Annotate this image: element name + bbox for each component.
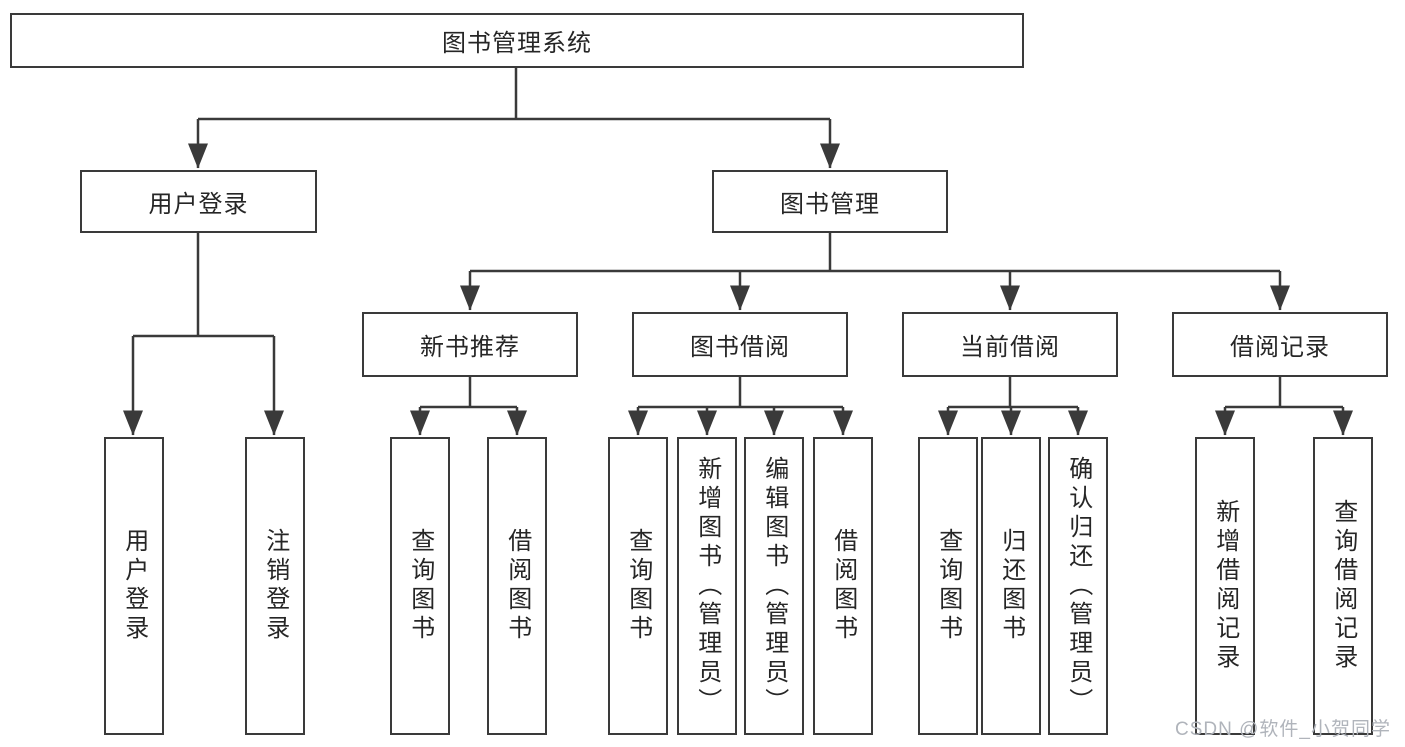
leaf-add-books-admin-label: 新增图书（管理员） (693, 455, 721, 717)
node-book-borrowing: 图书借阅 (632, 312, 848, 377)
node-new-book-recommendation: 新书推荐 (362, 312, 578, 377)
watermark: CSDN @软件_小贺同学 (1175, 719, 1391, 740)
leaf-edit-books-admin: 编辑图书（管理员） (744, 437, 804, 735)
node-user-login: 用户登录 (80, 170, 317, 233)
leaf-confirm-return-admin-label: 确认归还（管理员） (1064, 455, 1092, 717)
tree-arrow-drops (123, 119, 1353, 436)
leaf-add-borrow-record-label: 新增借阅记录 (1211, 499, 1239, 673)
leaf-edit-books-admin-label: 编辑图书（管理员） (760, 455, 788, 717)
leaf-add-borrow-record: 新增借阅记录 (1195, 437, 1255, 735)
leaf-query-books-current-label: 查询图书 (934, 528, 962, 644)
leaf-confirm-return-admin: 确认归还（管理员） (1048, 437, 1108, 735)
node-borrowing-records: 借阅记录 (1172, 312, 1388, 377)
leaf-query-borrow-record-label: 查询借阅记录 (1329, 499, 1357, 673)
leaf-return-books: 归还图书 (981, 437, 1041, 735)
node-book-management: 图书管理 (712, 170, 948, 233)
leaf-user-login: 用户登录 (104, 437, 164, 735)
leaf-query-borrow-record: 查询借阅记录 (1313, 437, 1373, 735)
leaf-borrow-books-recommend: 借阅图书 (487, 437, 547, 735)
leaf-borrow-books-borrow: 借阅图书 (813, 437, 873, 735)
leaf-borrow-books-borrow-label: 借阅图书 (829, 528, 857, 644)
leaf-logout-label: 注销登录 (261, 528, 289, 644)
leaf-query-books-recommend: 查询图书 (390, 437, 450, 735)
leaf-query-books-current: 查询图书 (918, 437, 978, 735)
leaf-return-books-label: 归还图书 (997, 528, 1025, 644)
node-library-system: 图书管理系统 (10, 13, 1024, 68)
leaf-query-books-recommend-label: 查询图书 (406, 528, 434, 644)
leaf-logout: 注销登录 (245, 437, 305, 735)
leaf-borrow-books-recommend-label: 借阅图书 (503, 528, 531, 644)
leaf-add-books-admin: 新增图书（管理员） (677, 437, 737, 735)
leaf-query-books-borrow: 查询图书 (608, 437, 668, 735)
leaf-query-books-borrow-label: 查询图书 (624, 528, 652, 644)
leaf-user-login-label: 用户登录 (120, 528, 148, 644)
node-current-borrowing: 当前借阅 (902, 312, 1118, 377)
